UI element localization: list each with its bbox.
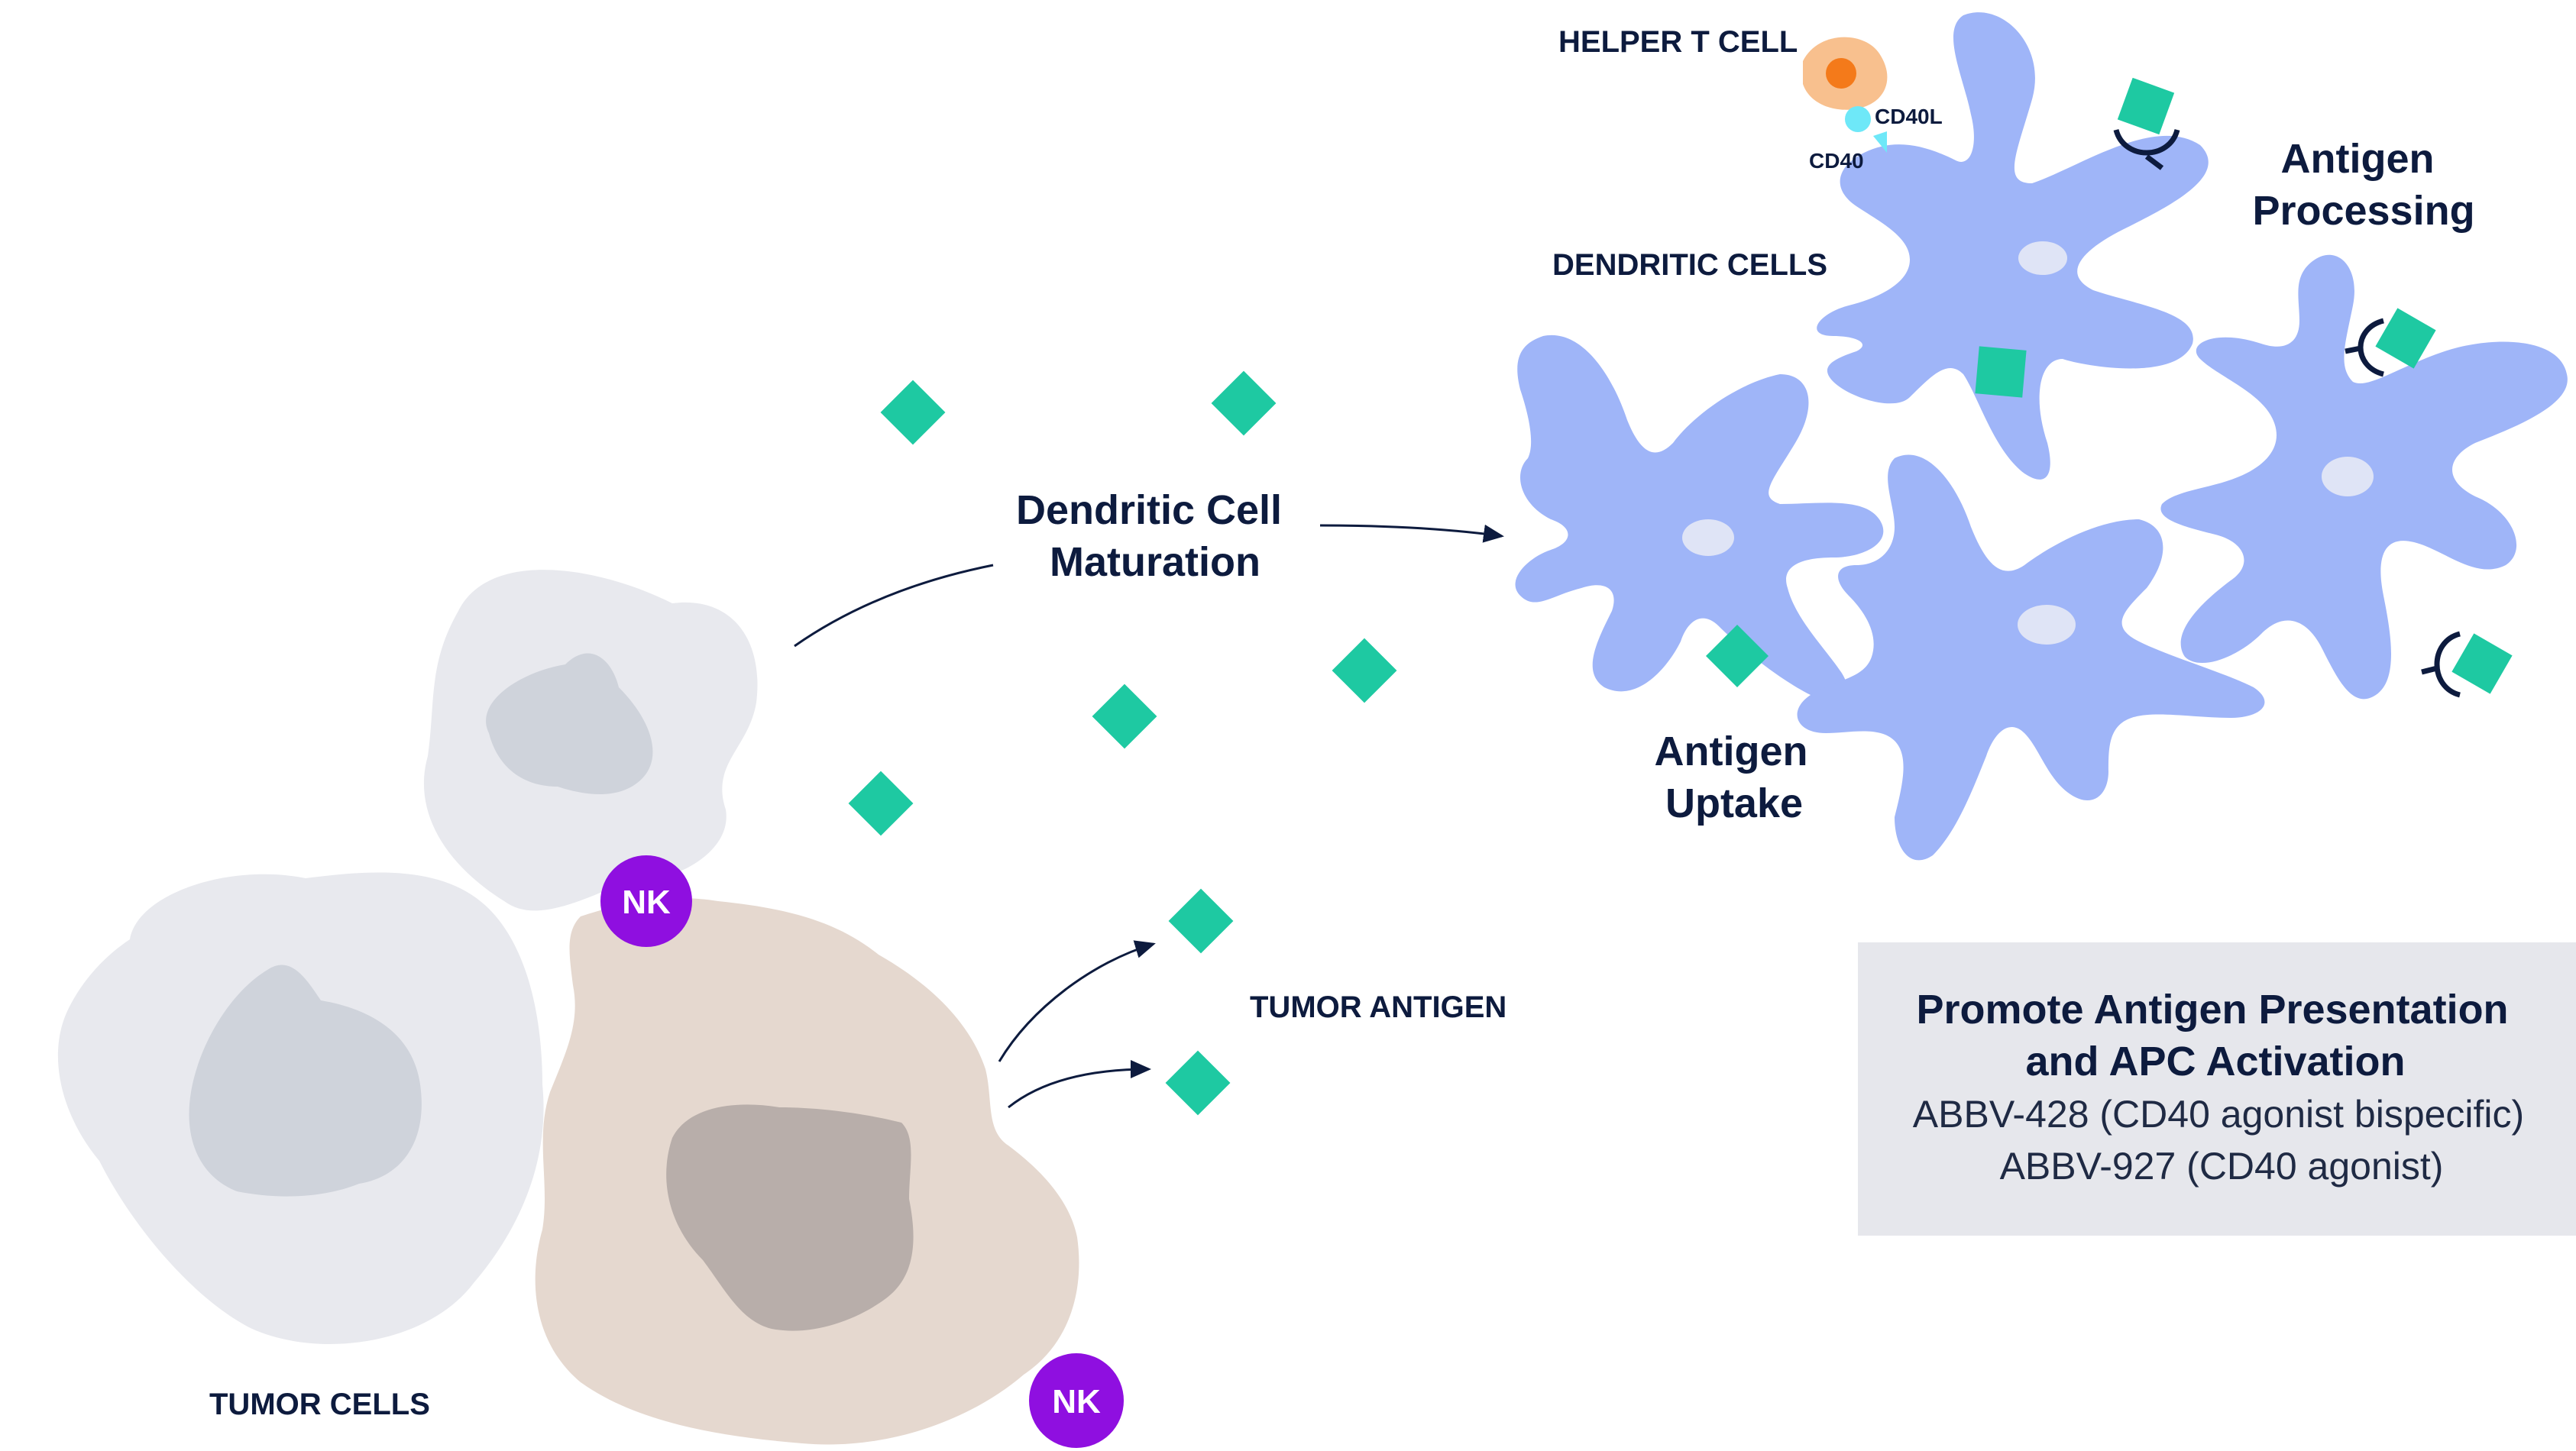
info-box: Promote Antigen Presentation and APC Act…: [1858, 942, 2576, 1236]
tumor-antigen: [1168, 888, 1234, 954]
tumor-cell-left-gray: [57, 872, 544, 1344]
label-antigen-processing-2: Processing: [2252, 188, 2474, 234]
tumor-antigen: [880, 380, 946, 445]
info-box-drug-2: ABBV-927 (CD40 agonist): [2000, 1145, 2444, 1188]
label-antigen-uptake-2: Uptake: [1665, 780, 1803, 826]
dendritic-cell-right: [2160, 254, 2568, 700]
helper-t-cell: [1803, 37, 1888, 110]
label-helper-t-cell: HELPER T CELL: [1558, 25, 1798, 59]
tumor-antigen: [1165, 1050, 1231, 1116]
cd40l-ligand: [1845, 106, 1871, 132]
antigen-in-dendritic-left: [1705, 624, 1769, 688]
svg-text:NK: NK: [1052, 1383, 1101, 1420]
label-antigen-uptake-1: Antigen: [1655, 729, 1808, 774]
tumor-antigen: [1211, 370, 1277, 436]
label-cd40l: CD40L: [1875, 105, 1943, 128]
label-antigen-processing-1: Antigen: [2281, 136, 2435, 182]
mhc-receptor-right-upper: [2345, 308, 2436, 377]
info-box-drug-1: ABBV-428 (CD40 agonist bispecific): [1913, 1093, 2524, 1136]
tumor-antigen: [1332, 638, 1397, 703]
maturation-curve-line: [794, 564, 994, 648]
tumor-antigen-arrow-lower: [1008, 1060, 1151, 1109]
label-tumor-antigen: TUMOR ANTIGEN: [1250, 990, 1506, 1024]
antigen-in-dendritic-top: [1975, 346, 2027, 398]
tumor-antigen: [848, 771, 914, 836]
nk-cell-bottom: NK: [1029, 1353, 1124, 1448]
mhc-receptor-right-lower: [2421, 631, 2513, 698]
dendritic-cell-bottom: [1797, 454, 2265, 861]
dendritic-cell-left: [1515, 334, 1884, 702]
info-box-title-2: and APC Activation: [2025, 1039, 2405, 1084]
dendritic-cell-top: [1817, 12, 2209, 480]
label-dc-maturation-2: Maturation: [1050, 539, 1260, 585]
tumor-antigen: [1092, 683, 1157, 749]
label-dc-maturation-1: Dendritic Cell: [1016, 487, 1282, 533]
cd40-receptor: [1873, 131, 1887, 153]
nk-cell-top: NK: [600, 855, 692, 947]
label-cd40: CD40: [1809, 149, 1864, 173]
svg-text:NK: NK: [622, 884, 671, 921]
info-box-title-1: Promote Antigen Presentation: [1916, 987, 2508, 1033]
tumor-cell-tan: [535, 898, 1079, 1445]
tumor-antigen-arrow-upper: [998, 940, 1156, 1062]
mhc-receptor-top: [2113, 77, 2180, 170]
label-dendritic-cells: DENDRITIC CELLS: [1552, 248, 1827, 282]
label-tumor-cells: TUMOR CELLS: [209, 1388, 430, 1421]
tumor-cell-top-gray: [423, 570, 758, 911]
maturation-arrow: [1319, 524, 1504, 543]
